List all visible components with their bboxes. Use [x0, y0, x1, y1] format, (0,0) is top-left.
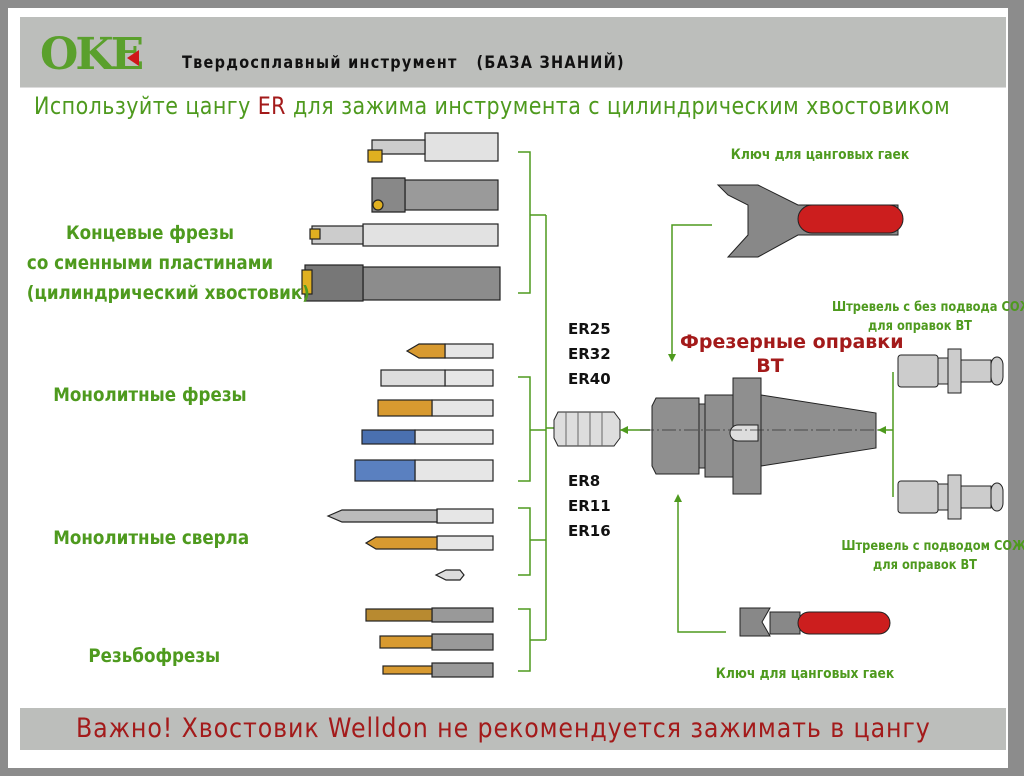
page-background — [8, 8, 1008, 768]
header-title: Твердосплавный инструмент (БАЗА ЗНАНИЙ) — [182, 53, 625, 73]
indexable-endmill-4 — [301, 264, 501, 302]
pull-stud-bottom — [897, 474, 1004, 520]
group-label-solid-drills: Монолитные сверла — [53, 527, 250, 549]
spot-drill — [434, 569, 465, 581]
solid-drill-2 — [364, 535, 494, 551]
thread-mill-3 — [382, 662, 494, 678]
oke-logo: OKE — [40, 29, 144, 80]
indexable-endmill-3 — [309, 223, 499, 247]
footer-bar: Важно! Хвостовик Welldon не рекомендуетс… — [20, 708, 1006, 750]
thread-mill-2 — [379, 633, 494, 651]
logo-triangle-icon — [127, 49, 140, 66]
bt-tool-holder — [651, 377, 877, 495]
solid-endmill-5 — [354, 459, 494, 482]
group-label-solid-endmills: Монолитные фрезы — [53, 384, 247, 406]
wrench-arrows — [671, 224, 726, 633]
pull-stud-bracket — [878, 372, 894, 497]
indexable-endmill-2 — [371, 177, 499, 213]
wrench-top-label: Ключ для цанговых гаек — [730, 147, 910, 163]
wrench-top — [716, 184, 904, 258]
wrench-bottom-label: Ключ для цанговых гаек — [715, 666, 895, 682]
footer-warning: Важно! Хвостовик Welldon не рекомендуетс… — [76, 713, 931, 744]
header-bar: OKE Твердосплавный инструмент (БАЗА ЗНАН… — [20, 17, 1006, 88]
er-collet — [553, 411, 621, 447]
solid-endmill-3 — [377, 399, 494, 417]
solid-endmill-1 — [405, 343, 494, 359]
wrench-bottom — [739, 607, 891, 637]
solid-drill-1 — [326, 508, 494, 524]
group-brackets — [518, 151, 554, 672]
solid-endmill-2 — [380, 369, 494, 387]
group-label-thread-mills: Резьбофрезы — [88, 645, 221, 667]
thread-mill-1 — [365, 607, 494, 623]
pull-stud-top — [897, 348, 1004, 394]
indexable-endmill-1 — [367, 132, 499, 163]
subtitle: Используйте цангу ER для зажима инструме… — [34, 92, 951, 120]
solid-endmill-4 — [361, 429, 494, 445]
